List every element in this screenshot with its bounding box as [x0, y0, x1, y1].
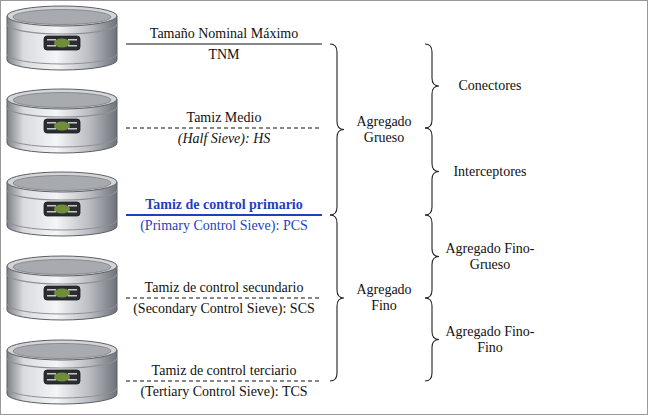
sieve-line: [126, 380, 322, 381]
brace: [330, 215, 344, 381]
brace: [425, 44, 439, 128]
sieve-name: Tamaño Nominal Máximo: [150, 26, 298, 42]
sieve-line: [126, 297, 322, 298]
brace-label: Agregado Grueso: [351, 114, 417, 146]
sieve-image: [7, 6, 117, 70]
sieve-name: Tamiz de control primario: [145, 197, 303, 213]
sieve-code: (Tertiary Control Sieve): TCS: [140, 384, 307, 400]
brace: [425, 298, 439, 381]
sieve-name: Tamiz de control terciario: [152, 363, 297, 379]
sieve-image: [7, 340, 117, 404]
sieve-code: (Half Sieve): HS: [178, 131, 271, 147]
sieve-image: [7, 256, 117, 320]
sieve-line: [126, 214, 322, 216]
sieve-code: (Primary Control Sieve): PCS: [140, 218, 308, 234]
sieve-line: [126, 43, 322, 44]
sieve-name: Tamiz Medio: [187, 110, 262, 126]
brace-label: Conectores: [442, 78, 538, 94]
brace-label: Agregado Fino-Fino: [442, 324, 538, 356]
sieve-image: [7, 172, 117, 236]
sieve-name: Tamiz de control secundario: [145, 280, 304, 296]
brace: [425, 215, 439, 298]
brace-label: Interceptores: [442, 164, 538, 180]
sieve-line: [126, 127, 322, 128]
sieve-image: [7, 89, 117, 153]
brace-label: Agregado Fino-Grueso: [442, 241, 538, 273]
sieve-code: (Secondary Control Sieve): SCS: [133, 301, 315, 317]
brace: [330, 44, 344, 215]
brace: [425, 128, 439, 215]
brace-label: Agregado Fino: [351, 282, 417, 314]
sieve-code: TNM: [208, 47, 239, 63]
